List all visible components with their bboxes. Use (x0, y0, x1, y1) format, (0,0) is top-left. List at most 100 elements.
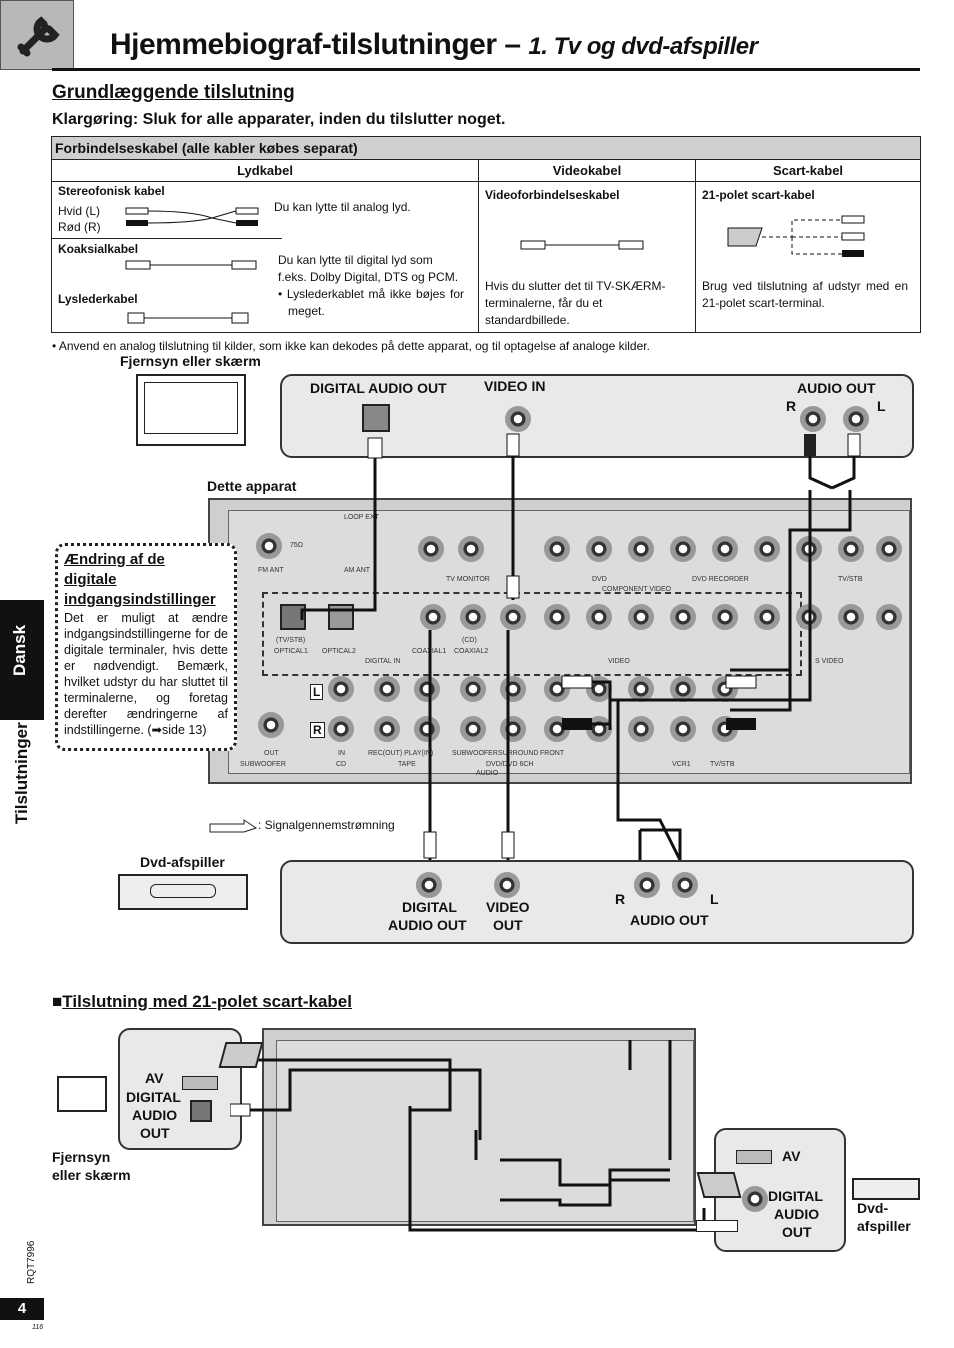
dvd-6ch-label: DVD/DVD 6CH (486, 761, 534, 768)
dvd-player-icon-small (852, 1178, 920, 1200)
page-title: Hjemmebiograf-tilslutninger – 1. Tv og d… (110, 28, 758, 61)
language-tab: Dansk (0, 600, 44, 720)
dvd-video-in-jack (544, 604, 570, 630)
sidebox-heading-2: digitale (64, 571, 117, 588)
tv-monitor-label: TV MONITOR (446, 576, 490, 583)
signal-arrow-icon (209, 819, 258, 833)
vcr1-jack (670, 716, 696, 742)
s-video-jack (838, 604, 864, 630)
section-heading-basic: Grundlæggende tilslutning (52, 82, 295, 103)
cd-paren-label: (CD) (462, 637, 477, 644)
sidebox-text: Det er muligt at ændre indgangsindstilli… (64, 611, 228, 737)
stereo-cable-label: Stereofonisk kabel (58, 184, 165, 198)
optical-cable-icon (127, 312, 249, 324)
am-ant-label: AM ANT (344, 567, 371, 574)
signal-legend: : Signalgennemstrømning (258, 818, 395, 832)
6ch-jack (500, 716, 526, 742)
coax-plug-dvd (696, 1220, 738, 1232)
scart-dvd-label-1: Dvd- (857, 1200, 889, 1216)
digital-desc: Du kan lytte til digital lyd som f.eks. … (278, 253, 464, 318)
tape-label: TAPE (398, 761, 416, 768)
vcr1-jack (670, 676, 696, 702)
dvd-digital-jack-small (742, 1186, 768, 1212)
dvd-recorder-label: DVD RECORDER (692, 576, 749, 583)
tv-digital-audio-out-label: DIGITAL AUDIO OUT (310, 380, 447, 396)
scart-cable-icon (727, 215, 865, 257)
digital-input-settings-box: Ændring af de digitale indgangsindstilli… (55, 543, 237, 751)
digital-in-highlight (262, 592, 802, 676)
component-jack (544, 536, 570, 562)
loop-ext-label: LOOP EXT (344, 514, 379, 521)
tape-jack (374, 716, 400, 742)
audio-jack (628, 716, 654, 742)
tv-audio-out-label: AUDIO OUT (797, 380, 876, 396)
tvstb-audio-label: TV/STB (710, 761, 735, 768)
audio-jack (628, 676, 654, 702)
audio-cell: Stereofonisk kabel Hvid (L) Rød (R) Du k… (51, 181, 479, 333)
stereo-right-label: Rød (R) (58, 220, 101, 234)
unit-label: Dette apparat (207, 478, 297, 494)
component-jack (754, 536, 780, 562)
dvd-digital-audio-out-jack (416, 872, 442, 898)
coaxial2-label: COAXIAL2 (454, 648, 489, 655)
coax-cable-label: Koaksialkabel (58, 242, 139, 256)
video-jack (670, 604, 696, 630)
subwoofer2-label: SUBWOOFER (452, 750, 498, 757)
scart-cell: 21-polet scart-kabel Brug ved tilslutnin… (695, 181, 921, 333)
video-jack (586, 604, 612, 630)
6ch-jack (500, 676, 526, 702)
component-jack (628, 536, 654, 562)
analog-note: • Anvend en analog tilslutning til kilde… (52, 339, 650, 353)
video-cable-label: Videoforbindelseskabel (485, 188, 620, 202)
tv-stb-label: TV/STB (838, 576, 863, 583)
tv-l-label: L (877, 398, 886, 414)
6ch-jack (460, 716, 486, 742)
tv-icon (136, 374, 246, 446)
scart-dvd-label-2: afspiller (857, 1218, 911, 1234)
cable-table-title: Forbindelseskabel (alle kabler købes sep… (51, 136, 921, 160)
col-video: Videokabel (478, 159, 696, 182)
tv-label: Fjernsyn eller skærm (120, 353, 261, 369)
out-label: OUT (264, 750, 279, 757)
scart-plug-tv (218, 1042, 264, 1068)
section-tab: Tilslutninger (12, 722, 31, 824)
stereo-left-label: Hvid (L) (58, 204, 101, 218)
video-desc: Hvis du slutter det til TV-SKÆRM-termina… (485, 279, 666, 327)
optical2-label: OPTICAL2 (322, 648, 356, 655)
scart-desc: Brug ved tilslutning af udstyr med en 21… (702, 279, 908, 310)
component-jack (876, 536, 902, 562)
scart-cable-label: 21-polet scart-kabel (702, 188, 815, 202)
in-label: IN (338, 750, 345, 757)
dvd-audio-label: AUDIO (774, 1206, 820, 1222)
coax-cable-icon (125, 260, 257, 270)
tv-out-label: OUT (140, 1125, 170, 1141)
6ch-jack (460, 676, 486, 702)
scart-tv-label-1: Fjernsyn (52, 1149, 111, 1165)
tape-jack (374, 676, 400, 702)
video-jack (628, 604, 654, 630)
optical-port-icon-small (190, 1100, 212, 1122)
r-mark: R (310, 722, 325, 738)
scart-tv-panel (118, 1028, 242, 1150)
video-cable-icon (520, 240, 644, 250)
front-label: FRONT (540, 750, 565, 757)
scart-plug-dvd (696, 1172, 742, 1198)
dvd-video-label-2: OUT (493, 917, 523, 933)
tv-monitor-out-jack (500, 604, 526, 630)
dvd-digital-label-2: AUDIO OUT (388, 917, 467, 933)
component-video-label: COMPONENT VIDEO (602, 586, 672, 593)
tape-jack (414, 716, 440, 742)
component-jack (838, 536, 864, 562)
dvd-video-label-1: VIDEO (486, 899, 530, 915)
dvd-l-label: L (710, 891, 719, 907)
cd-l-jack (328, 676, 354, 702)
vcr1-label: VCR1 (672, 761, 691, 768)
video-jack (712, 604, 738, 630)
subwoofer-jack (258, 712, 284, 738)
title-rule (52, 68, 920, 71)
tv-icon-small (57, 1076, 107, 1112)
fm-ant-jack (256, 533, 282, 559)
tv-av-label: AV (145, 1070, 164, 1086)
optical-bullet: Lyslederkablet må ikke bøjes for meget. (286, 287, 464, 318)
tv-digital-label: DIGITAL (126, 1089, 181, 1105)
